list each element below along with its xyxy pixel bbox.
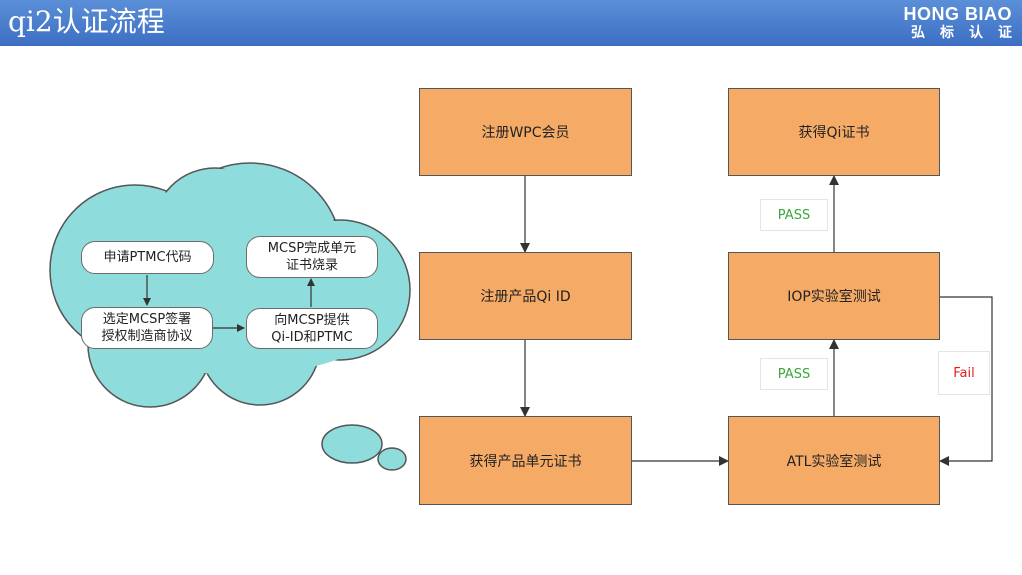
pill-select-mcsp-line2: 授权制造商协议 (101, 329, 193, 344)
box-register-wpc-label: 注册WPC会员 (481, 125, 570, 141)
thought-bubble-small (377, 447, 407, 471)
label-pass-1-text: PASS (777, 207, 811, 223)
box-iop-test: IOP实验室测试 (728, 252, 940, 340)
logo-text-cn: 弘标认证 (911, 25, 1022, 41)
box-iop-test-label: IOP实验室测试 (787, 289, 881, 305)
pill-provide-line1: 向MCSP提供 (274, 312, 350, 328)
label-pass-iop-to-qicert: PASS (760, 199, 828, 231)
page-title: qi2认证流程 (8, 5, 165, 38)
box-atl-test-label: ATL实验室测试 (786, 453, 882, 470)
label-pass-2-text: PASS (777, 366, 811, 382)
label-pass-atl-to-iop: PASS (760, 358, 828, 390)
pill-select-mcsp: 选定MCSP签署 授权制造商协议 (81, 307, 213, 349)
header-bar: qi2认证流程 HONG BIAO 弘标认证 (0, 0, 1022, 46)
box-get-unit-cert-label: 获得产品单元证书 (469, 453, 582, 470)
box-register-qi-id-label: 注册产品Qi ID (480, 289, 571, 305)
box-register-wpc: 注册WPC会员 (419, 88, 632, 176)
pill-provide-mcsp: 向MCSP提供 Qi-ID和PTMC (246, 308, 378, 349)
pill-select-mcsp-line1: 选定MCSP签署 (102, 312, 192, 327)
box-register-qi-id: 注册产品Qi ID (419, 252, 632, 340)
pill-apply-ptmc: 申请PTMC代码 (81, 241, 214, 274)
pill-mcsp-complete-line2: 证书烧录 (285, 258, 338, 273)
box-atl-test: ATL实验室测试 (728, 416, 940, 505)
box-get-unit-cert: 获得产品单元证书 (419, 416, 632, 505)
label-fail-text: Fail (953, 365, 975, 381)
arrow-iop-fail-to-atl (939, 296, 993, 466)
pill-mcsp-complete-line1: MCSP完成单元 (267, 241, 357, 256)
pill-mcsp-complete: MCSP完成单元 证书烧录 (246, 236, 378, 278)
thought-bubble-large (321, 424, 383, 464)
logo-text-en: HONG BIAO (903, 4, 1012, 24)
company-logo: HONG BIAO 弘标认证 (882, 4, 1012, 42)
box-get-qi-cert-label: 获得Qi证书 (798, 125, 870, 141)
pill-apply-ptmc-label: 申请PTMC代码 (103, 250, 192, 265)
label-fail-iop-to-atl: Fail (938, 351, 990, 395)
pill-provide-line2: Qi-ID和PTMC (271, 329, 353, 345)
box-get-qi-cert: 获得Qi证书 (728, 88, 940, 176)
